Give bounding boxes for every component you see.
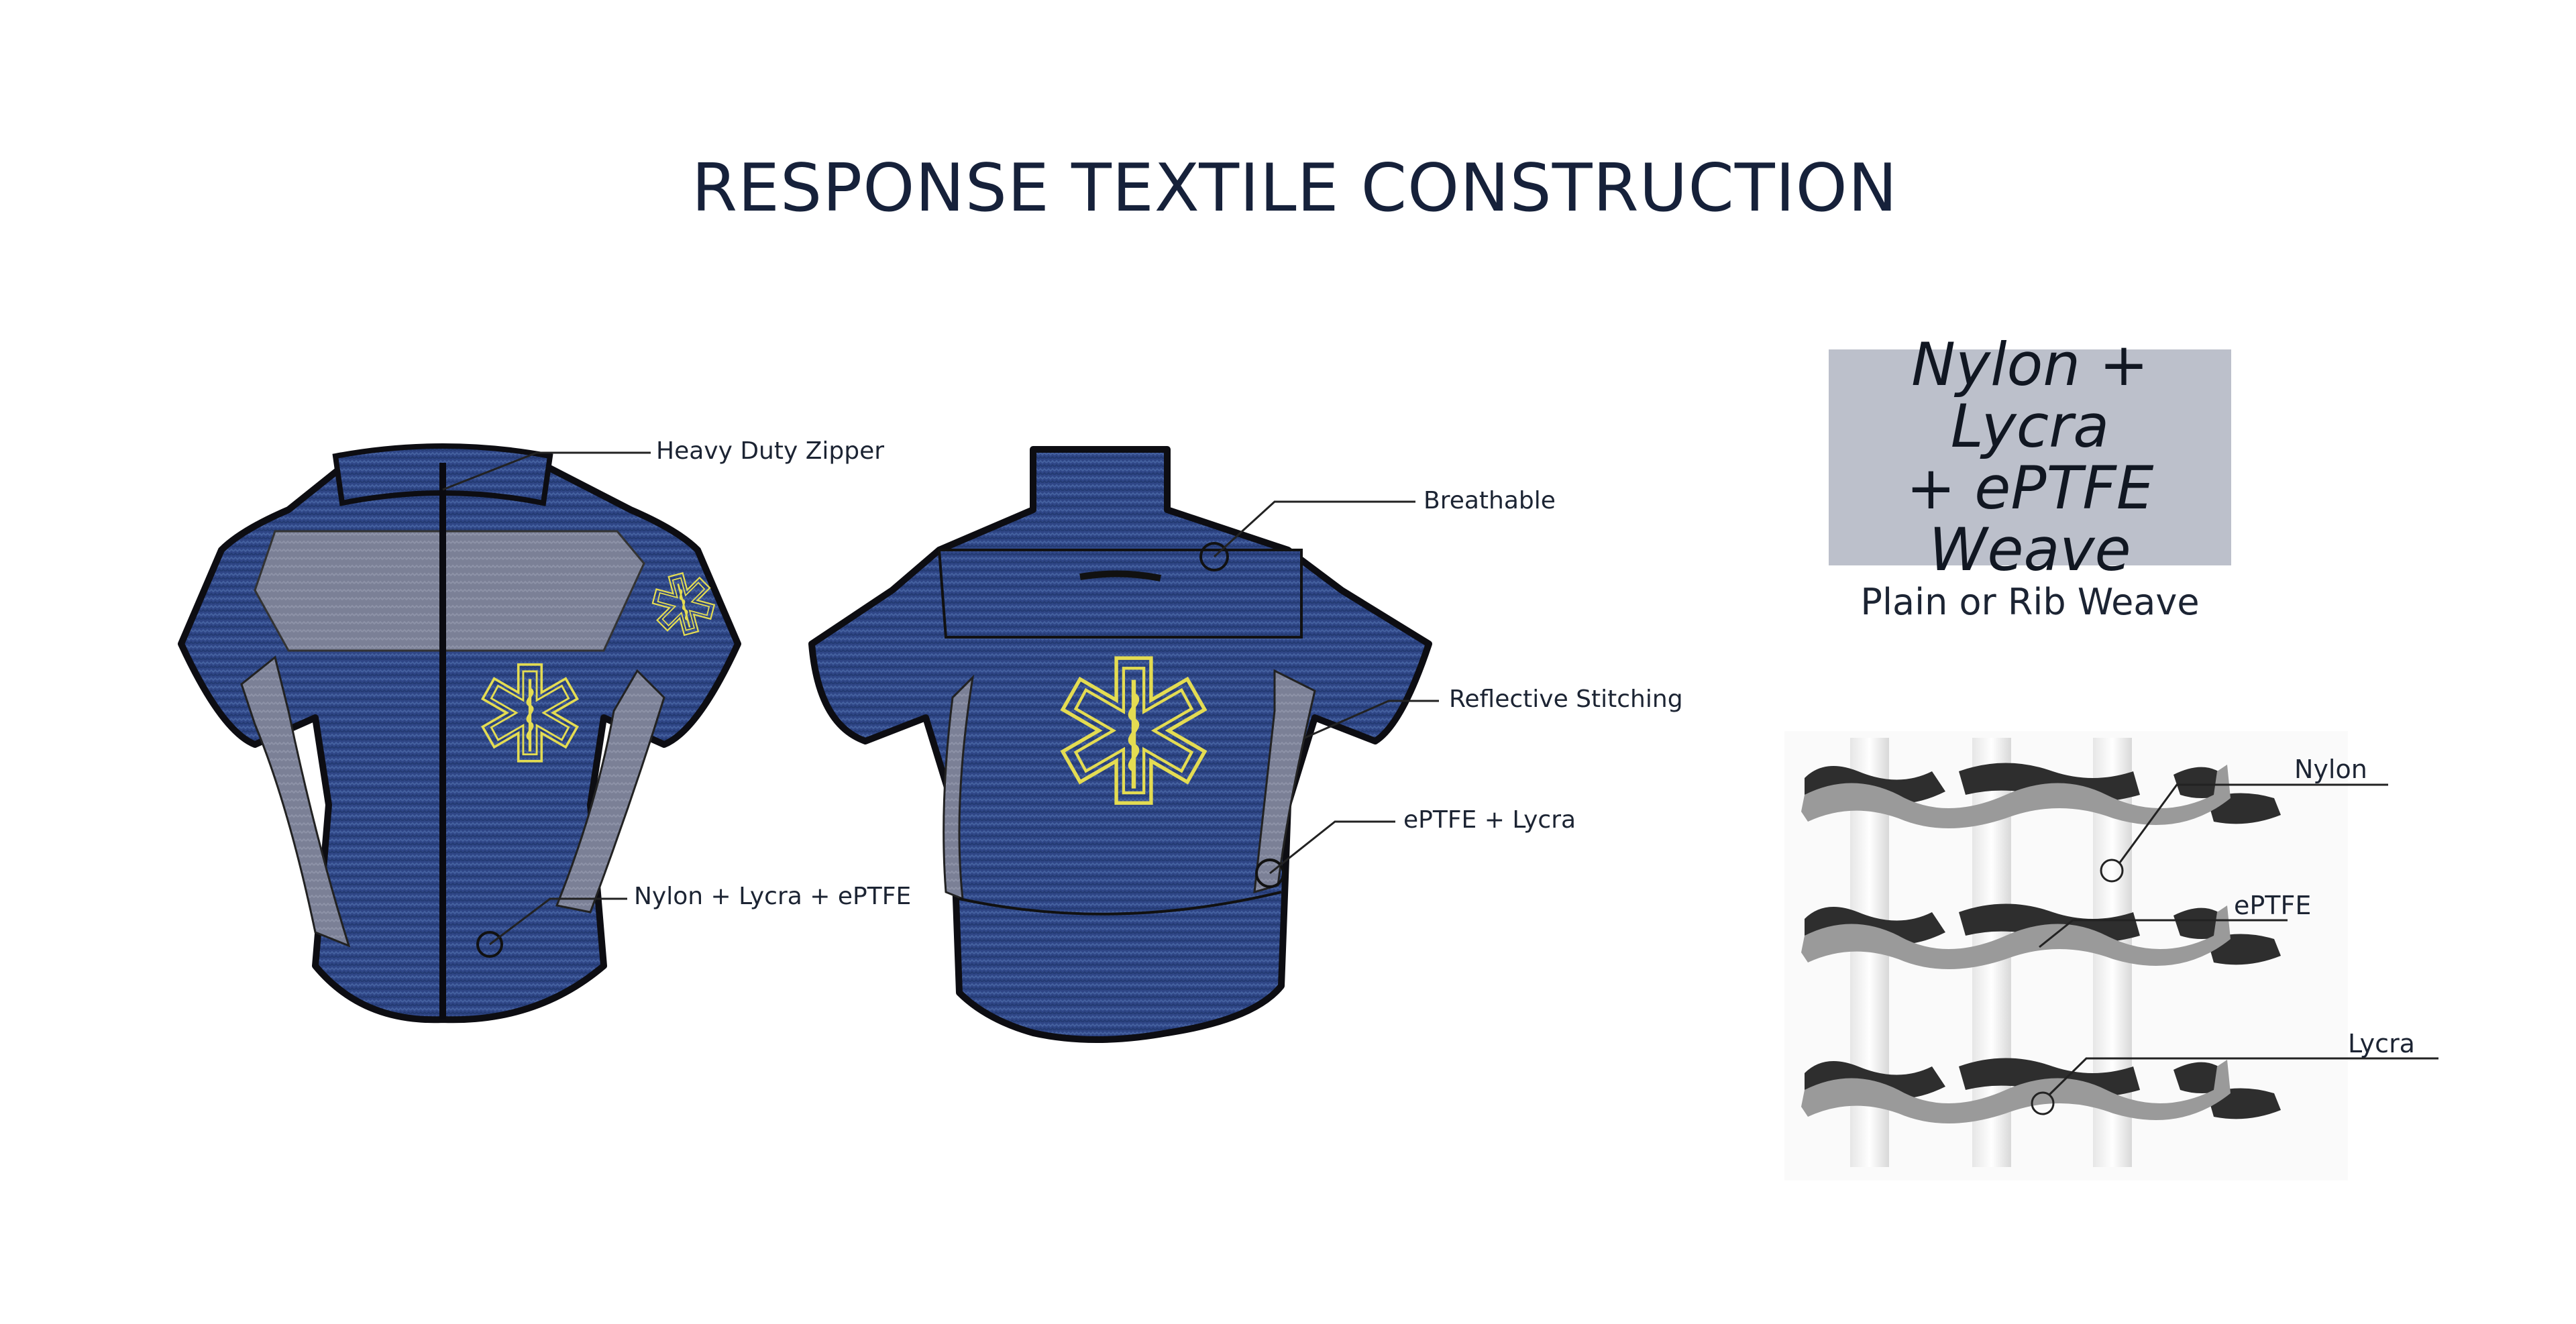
weave-label-lycra: Lycra [2348,1029,2415,1058]
callout-breathable: Breathable [1424,487,1556,514]
callout-front-fabric: Nylon + Lycra + ePTFE [634,883,912,910]
weave-diagram [1784,731,2438,1180]
callout-lines [442,451,1439,946]
back-jacket-illustration [808,446,1432,1043]
weave-label-eptfe: ePTFE [2234,891,2312,920]
callout-heavy-duty-zipper: Heavy Duty Zipper [656,437,885,465]
material-box: Nylon + Lycra + ePTFE Weave [1829,334,2231,581]
weave-type: Plain or Rib Weave [1860,581,2200,623]
callout-eptfe-lycra: ePTFE + Lycra [1403,806,1576,834]
material-line-3: Weave [1929,515,2131,584]
weave-label-nylon: Nylon [2294,755,2367,784]
callout-reflective-stitching: Reflective Stitching [1449,685,1683,713]
material-box-text: Nylon + Lycra + ePTFE Weave [1829,334,2231,581]
material-line-2: + ePTFE [1906,453,2154,522]
material-line-1: Nylon + Lycra [1911,330,2149,461]
page-title: RESPONSE TEXTILE CONSTRUCTION [691,150,1898,227]
front-jacket-illustration [178,443,741,1024]
